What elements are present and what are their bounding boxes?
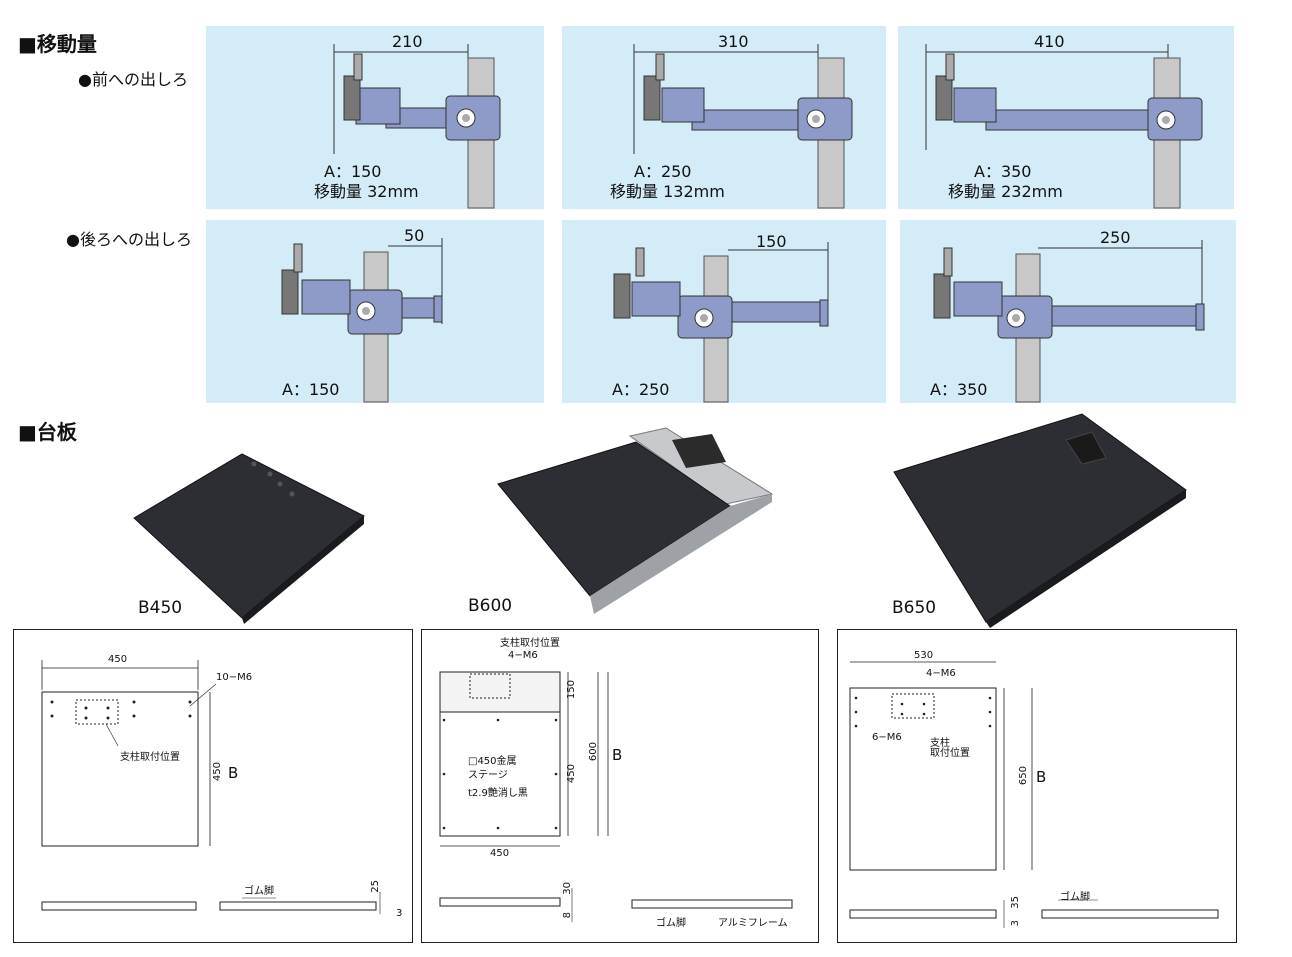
front-dim-1: 210: [392, 32, 423, 51]
b650-b-label: B: [1036, 768, 1047, 786]
back-a-value-3: A：350: [930, 380, 988, 399]
b650-holes6-label: 6−M6: [872, 732, 902, 743]
b600-dim600: 600: [588, 742, 599, 762]
front-a-value-3: A：350: [974, 162, 1032, 181]
drawing-b450-lines: [41, 660, 381, 914]
drawing-b450: 450 10−M6 支柱取付位置 450 B ゴム脚 25 3: [13, 629, 413, 943]
b600-dim30: 30: [562, 882, 573, 895]
b450-width-dim: 450: [108, 654, 128, 665]
front-panel-1: 210 A：150 移動量 32mm: [206, 26, 544, 209]
front-a-value-1: A：150: [324, 162, 382, 181]
b450-rubber-label: ゴム脚: [244, 886, 274, 897]
front-move-value-2: 移動量 132mm: [610, 182, 725, 201]
front-dim-3: 410: [1034, 32, 1065, 51]
b450-holes-label: 10−M6: [216, 672, 253, 683]
back-arm-illustration-2: [613, 242, 829, 403]
back-dim-2: 150: [756, 232, 787, 251]
b600-stage-line2: ステージ: [468, 770, 508, 781]
b450-dim3: 3: [396, 908, 403, 919]
back-panel-1: 50 A：150: [206, 220, 544, 403]
front-a-value-2: A：250: [634, 162, 692, 181]
back-arm-illustration-1: [281, 238, 443, 403]
back-a-value-1: A：150: [282, 380, 340, 399]
b600-frame-label: アルミフレーム: [718, 918, 788, 929]
b600-dim450h: 450: [490, 848, 510, 859]
photo-label-b650: B650: [892, 598, 937, 618]
front-panel-3: 410 A：350 移動量 232mm: [898, 26, 1234, 209]
b600-mount-label: 支柱取付位置: [500, 638, 560, 649]
back-a-value-2: A：250: [612, 380, 670, 399]
b600-dim8: 8: [562, 912, 573, 919]
drawing-b600: 支柱取付位置 4−M6 150 600 450 B □450金属 ステージ t2…: [421, 629, 819, 943]
b600-stage-line1: □450金属: [468, 756, 517, 767]
b650-width-dim: 530: [914, 650, 934, 661]
base-plate-photo-b600: [497, 427, 774, 614]
base-plate-section-title: ■台板: [18, 420, 77, 444]
b650-dim35: 35: [1010, 896, 1021, 909]
b600-stage-line3: t2.9艶消し黒: [468, 788, 528, 799]
drawing-b650: 530 4−M6 6−M6 支柱 取付位置 650 B ゴム脚 35 3: [837, 629, 1237, 943]
b600-holes-label: 4−M6: [508, 650, 538, 661]
b450-b-label: B: [228, 764, 239, 782]
b650-height-dim: 650: [1018, 766, 1029, 786]
movement-section-title: ■移動量: [18, 32, 97, 56]
drawing-b650-lines: [849, 661, 1219, 928]
b650-mount-line2: 取付位置: [930, 748, 970, 759]
b450-height-dim: 450: [212, 762, 223, 782]
b650-mount-line1: 支柱: [930, 738, 950, 749]
b650-holes4-label: 4−M6: [926, 668, 956, 679]
photo-label-b600: B600: [468, 596, 513, 616]
b600-rubber-label: ゴム脚: [656, 918, 686, 929]
photo-label-b450: B450: [138, 598, 183, 618]
front-panel-2: 310 A：250 移動量 132mm: [562, 26, 886, 209]
b450-mount-label: 支柱取付位置: [120, 752, 180, 763]
drawing-b600-lines: [439, 671, 793, 922]
back-arm-illustration-3: [933, 240, 1205, 403]
back-dim-1: 50: [404, 226, 425, 245]
base-plate-photo-b450: [133, 453, 365, 624]
b650-dim3: 3: [1010, 920, 1021, 927]
back-overhang-label: ●後ろへの出しろ: [66, 230, 192, 249]
b600-dim150: 150: [566, 680, 577, 700]
base-plate-photo-b650: [893, 413, 1187, 628]
front-arm-illustration-3: [925, 44, 1203, 209]
front-move-value-3: 移動量 232mm: [948, 182, 1063, 201]
front-arm-illustration-2: [633, 44, 853, 209]
back-panel-2: 150 A：250: [562, 220, 886, 403]
back-dim-3: 250: [1100, 228, 1131, 247]
front-overhang-label: ●前への出しろ: [78, 70, 188, 89]
front-dim-2: 310: [718, 32, 749, 51]
b450-dim25: 25: [370, 880, 381, 893]
front-arm-illustration-1: [333, 44, 501, 209]
b600-dim450v: 450: [566, 764, 577, 784]
back-panel-3: 250 A：350: [900, 220, 1236, 403]
front-move-value-1: 移動量 32mm: [314, 182, 419, 201]
b650-rubber-label: ゴム脚: [1060, 892, 1090, 903]
b600-b-label: B: [612, 746, 623, 764]
